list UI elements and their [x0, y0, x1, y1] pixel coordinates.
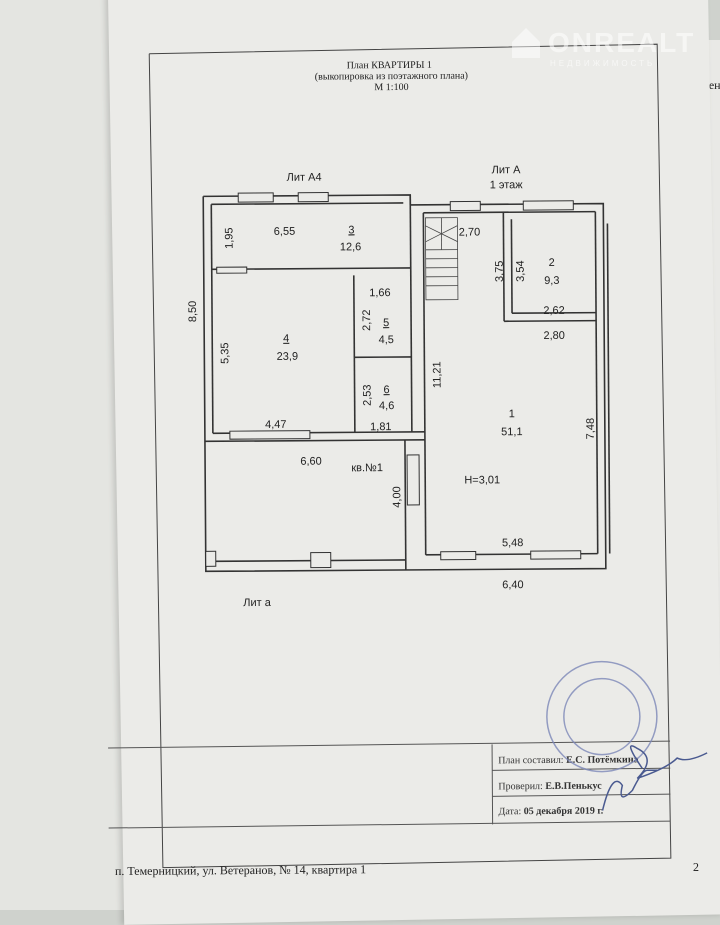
svg-text:ONREALT: ONREALT	[548, 27, 695, 58]
label-lit-a4: Лит А4	[287, 172, 322, 184]
room-labels: 3 12,6 2 9,3 4 23,9 5 4,5 6 4,6 1 51,1 к…	[241, 223, 562, 609]
room-3-area: 12,6	[340, 241, 362, 253]
room-2-number: 2	[549, 257, 555, 269]
dim-label: 1,66	[369, 287, 391, 299]
dim-label: 6,55	[274, 226, 296, 238]
label-floor: 1 этаж	[490, 179, 524, 191]
dim-label: 6,40	[502, 579, 524, 591]
dim-label: 4,00	[391, 486, 403, 508]
stairs	[425, 218, 458, 300]
watermark-logo: ONREALT НЕДВИЖИМОСТЬ	[512, 27, 695, 68]
footer-address: п. Темерницкий, ул. Ветеранов, № 14, ква…	[115, 862, 366, 878]
dim-label: 8,50	[187, 301, 199, 323]
room-2-area: 9,3	[544, 275, 559, 287]
room-1-area: 51,1	[501, 426, 523, 438]
dim-label: 2,62	[543, 305, 565, 317]
house-icon	[512, 28, 540, 58]
dim-label: 5,35	[219, 342, 231, 364]
dim-label: 7,48	[585, 418, 597, 440]
room-1-number: 1	[509, 408, 515, 420]
label-lit-a: Лит А	[492, 164, 522, 176]
dim-label: 2,72	[361, 309, 373, 331]
dim-label: 3,75	[494, 261, 506, 283]
page-number: 2	[693, 860, 699, 874]
dim-label: 2,53	[362, 384, 374, 406]
plan-scale: М 1:100	[374, 82, 408, 93]
label-lit-a-small: Лит а	[243, 597, 272, 609]
room-6-area: 4,6	[379, 400, 394, 412]
windows	[203, 191, 581, 569]
room-5-number: 5	[383, 317, 389, 329]
room-4-number: 4	[283, 333, 289, 345]
dim-label: 6,60	[300, 456, 322, 468]
room-5-area: 4,5	[379, 334, 394, 346]
checked-by-row: Проверил: Е.В.Пенькус	[498, 781, 602, 793]
dim-label: 1,81	[370, 421, 392, 433]
plan-title: План КВАРТИРЫ 1	[347, 60, 432, 72]
svg-text:НЕДВИЖИМОСТЬ: НЕДВИЖИМОСТЬ	[550, 59, 655, 68]
dim-label: 1,95	[223, 227, 235, 249]
ceiling-height: H=3,01	[464, 474, 500, 486]
room-6-number: 6	[383, 384, 389, 396]
dim-label: 11,21	[431, 361, 443, 388]
room-3-number: 3	[348, 224, 354, 236]
floor-plan-walls	[203, 194, 610, 572]
dim-label: 3,54	[515, 260, 527, 282]
apartment-label: кв.№1	[351, 462, 383, 474]
dim-label: 2,80	[543, 330, 565, 342]
dim-label: 4,47	[265, 419, 287, 431]
room-4-area: 23,9	[277, 351, 299, 363]
dim-label: 5,48	[502, 537, 524, 549]
dim-label: 2,70	[459, 226, 481, 238]
date-row: Дата: 05 декабря 2019 г.	[498, 806, 603, 818]
plan-subtitle: (выкопировка из поэтажного плана)	[315, 71, 468, 83]
